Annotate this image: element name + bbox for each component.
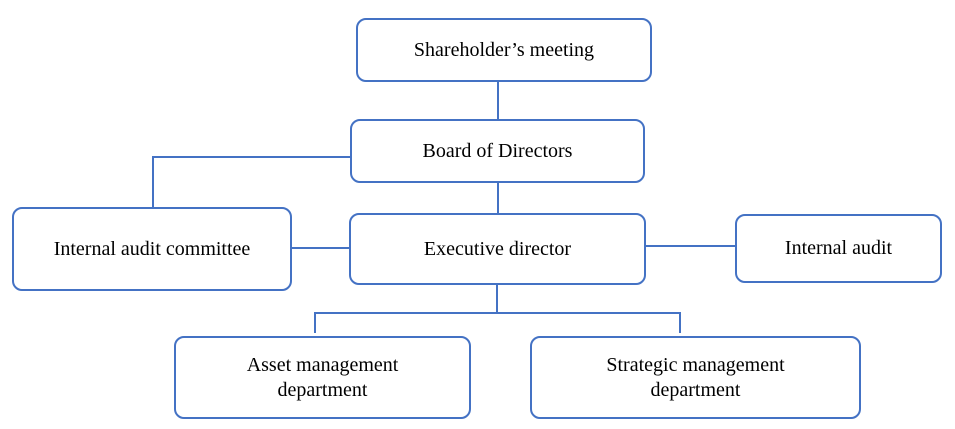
node-asset-management-department-label: Asset management department bbox=[246, 353, 399, 401]
node-internal-audit-committee: Internal audit committee bbox=[12, 207, 292, 291]
node-board-of-directors: Board of Directors bbox=[350, 119, 645, 183]
node-strategic-management-department-label: Strategic management department bbox=[606, 353, 785, 401]
node-executive-director-label: Executive director bbox=[423, 237, 572, 260]
node-asset-management-department: Asset management department bbox=[174, 336, 471, 419]
node-strategic-management-department: Strategic management department bbox=[530, 336, 861, 419]
node-shareholders-meeting: Shareholder’s meeting bbox=[356, 18, 652, 82]
node-board-of-directors-label: Board of Directors bbox=[422, 139, 573, 162]
node-shareholders-meeting-label: Shareholder’s meeting bbox=[413, 38, 595, 61]
line-branch-departments bbox=[314, 312, 681, 333]
line-board-audit-committee bbox=[152, 156, 350, 208]
node-internal-audit-committee-label: Internal audit committee bbox=[53, 237, 251, 260]
node-executive-director: Executive director bbox=[349, 213, 646, 285]
node-internal-audit-label: Internal audit bbox=[784, 237, 893, 259]
node-internal-audit: Internal audit bbox=[735, 214, 942, 283]
